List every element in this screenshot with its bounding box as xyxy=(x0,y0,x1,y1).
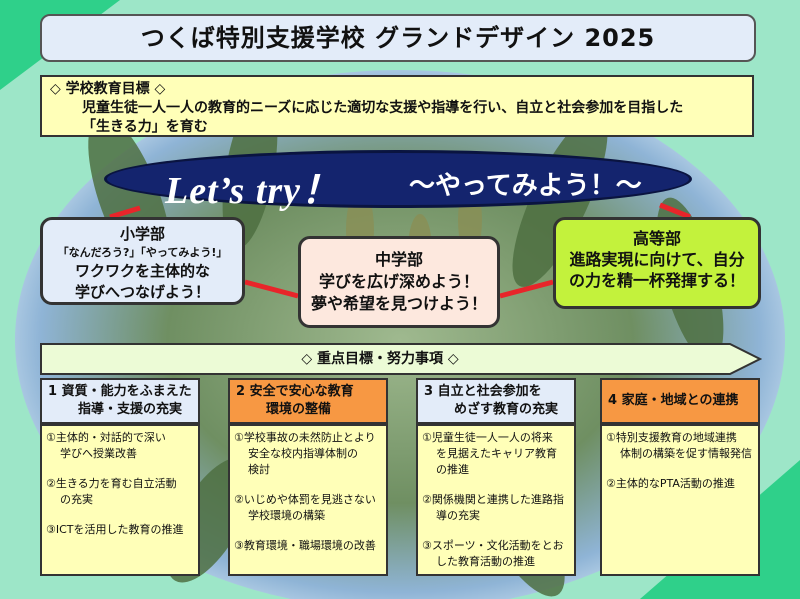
list-item: ②主体的なPTA活動の推進 xyxy=(606,476,754,492)
pillar-4: 4 家庭・地域との連携 ①特別支援教育の地域連携 体制の構築を促す情報発信 ②主… xyxy=(600,378,762,578)
list-item: ①児童生徒一人一人の将来 を見据えたキャリア教育 の推進 xyxy=(422,430,570,478)
item-line: の推進 xyxy=(436,463,469,476)
high-dept-line1: 進路実現に向けて、自分 xyxy=(569,250,745,269)
pillar-2-body: ①学校事故の未然防止とより 安全な校内指導体制の 検討 ②いじめや体罰を見逃さな… xyxy=(228,424,388,576)
item-line: ①特別支援教育の地域連携 xyxy=(606,431,737,444)
slogan-english: Let’s try！ xyxy=(165,170,340,212)
list-item: ②関係機関と連携した進路指 導の充実 xyxy=(422,492,570,524)
pillar-1: 1 資質・能力をふまえた 指導・支援の充実 ①主体的・対話的で深い 学びへ授業改… xyxy=(40,378,202,578)
high-dept-line2: の力を精一杯発揮する！ xyxy=(568,271,745,290)
pillar-1-body: ①主体的・対話的で深い 学びへ授業改善 ②生きる力を育む自立活動 の充実 ③IC… xyxy=(40,424,200,576)
school-goal-text-1: 児童生徒一人一人の教育的ニーズに応じた適切な支援や指導を行い、自立と社会参加を目… xyxy=(82,100,684,116)
item-line: を見据えたキャリア教育 xyxy=(436,447,557,460)
item-line: した教育活動の推進 xyxy=(436,555,535,568)
item-line: ②主体的なPTA活動の推進 xyxy=(606,477,735,490)
item-line: ②生きる力を育む自立活動 xyxy=(46,477,177,490)
item-line: 体制の構築を促す情報発信 xyxy=(620,447,752,460)
item-line: ①主体的・対話的で深い xyxy=(46,431,166,444)
pillar-3-title-2: めざす教育の充実 xyxy=(454,402,559,417)
high-dept-card: 高等部 進路実現に向けて、自分 の力を精一杯発揮する！ xyxy=(553,217,761,309)
elementary-dept-line2: 学びへつなげよう！ xyxy=(74,283,210,301)
pillar-3-title-1: 3 自立と社会参加を xyxy=(424,384,542,399)
junior-dept-line1: 学びを広げ深めよう！ xyxy=(318,272,479,291)
high-dept-name: 高等部 xyxy=(632,229,681,248)
focus-heading: ◇ 重点目標・努力事項 ◇ xyxy=(301,351,459,367)
elementary-dept-card: 小学部 「なんだろう?」「やってみよう!」 ワクワクを主体的な 学びへつなげよう… xyxy=(40,217,245,305)
item-line: ②いじめや体罰を見逃さない xyxy=(234,493,376,506)
pillar-1-header: 1 資質・能力をふまえた 指導・支援の充実 xyxy=(40,378,200,424)
elementary-dept-name: 小学部 xyxy=(119,225,165,243)
pillar-2-title-2: 環境の整備 xyxy=(266,402,332,417)
item-line: 導の充実 xyxy=(436,509,480,522)
list-item: ①特別支援教育の地域連携 体制の構築を促す情報発信 xyxy=(606,430,754,462)
list-item: ③教育環境・職場環境の改善 xyxy=(234,538,382,554)
pillar-4-header: 4 家庭・地域との連携 xyxy=(600,378,760,424)
pillar-2-title-1: 2 安全で安心な教育 xyxy=(236,384,354,399)
list-item: ②いじめや体罰を見逃さない 学校環境の構築 xyxy=(234,492,382,524)
pillar-4-title-1: 4 家庭・地域との連携 xyxy=(608,393,739,408)
pillar-2: 2 安全で安心な教育 環境の整備 ①学校事故の未然防止とより 安全な校内指導体制… xyxy=(228,378,390,578)
pillar-3-body: ①児童生徒一人一人の将来 を見据えたキャリア教育 の推進 ②関係機関と連携した進… xyxy=(416,424,576,576)
pillar-3-header: 3 自立と社会参加を めざす教育の充実 xyxy=(416,378,576,424)
school-goal-text-2: 「生きる力」を育む xyxy=(82,119,208,135)
focus-arrow-banner xyxy=(40,343,762,375)
page-title: つくば特別支援学校 グランドデザイン 2025 xyxy=(40,14,756,62)
item-line: 学びへ授業改善 xyxy=(60,447,137,460)
elementary-dept-catch: 「なんだろう?」「やってみよう!」 xyxy=(57,246,228,259)
item-line: ①児童生徒一人一人の将来 xyxy=(422,431,553,444)
list-item: ③ICTを活用した教育の推進 xyxy=(46,522,194,538)
junior-dept-name: 中学部 xyxy=(374,250,423,269)
list-item: ①主体的・対話的で深い 学びへ授業改善 xyxy=(46,430,194,462)
item-line: ③ICTを活用した教育の推進 xyxy=(46,523,184,536)
junior-dept-line2: 夢や希望を見つけよう！ xyxy=(310,294,487,313)
school-goal-heading: ◇ 学校教育目標 ◇ xyxy=(50,81,166,97)
pillar-4-body: ①特別支援教育の地域連携 体制の構築を促す情報発信 ②主体的なPTA活動の推進 xyxy=(600,424,760,576)
item-line: 安全な校内指導体制の xyxy=(248,447,358,460)
slogan-banner: Let’s try！ ～やってみよう！～ xyxy=(104,150,692,212)
item-line: 検討 xyxy=(248,463,270,476)
pillar-1-title-2: 指導・支援の充実 xyxy=(78,402,183,417)
pillar-2-header: 2 安全で安心な教育 環境の整備 xyxy=(228,378,388,424)
item-line: ③教育環境・職場環境の改善 xyxy=(234,539,376,552)
item-line: ②関係機関と連携した進路指 xyxy=(422,493,564,506)
item-line: 学校環境の構築 xyxy=(248,509,325,522)
list-item: ②生きる力を育む自立活動 の充実 xyxy=(46,476,194,508)
pillar-1-title-1: 1 資質・能力をふまえた xyxy=(48,384,192,399)
school-goal-panel: ◇ 学校教育目標 ◇ 児童生徒一人一人の教育的ニーズに応じた適切な支援や指導を行… xyxy=(40,75,754,137)
slogan-japanese: ～やってみよう！～ xyxy=(409,171,642,201)
list-item: ③スポーツ・文化活動をとお した教育活動の推進 xyxy=(422,538,570,570)
list-item: ①学校事故の未然防止とより 安全な校内指導体制の 検討 xyxy=(234,430,382,478)
item-line: ①学校事故の未然防止とより xyxy=(234,431,376,444)
elementary-dept-line1: ワクワクを主体的な xyxy=(74,262,210,280)
item-line: の充実 xyxy=(60,493,93,506)
item-line: ③スポーツ・文化活動をとお xyxy=(422,539,564,552)
pillar-3: 3 自立と社会参加を めざす教育の充実 ①児童生徒一人一人の将来 を見据えたキャ… xyxy=(416,378,578,578)
junior-dept-card: 中学部 学びを広げ深めよう！ 夢や希望を見つけよう！ xyxy=(298,236,500,328)
